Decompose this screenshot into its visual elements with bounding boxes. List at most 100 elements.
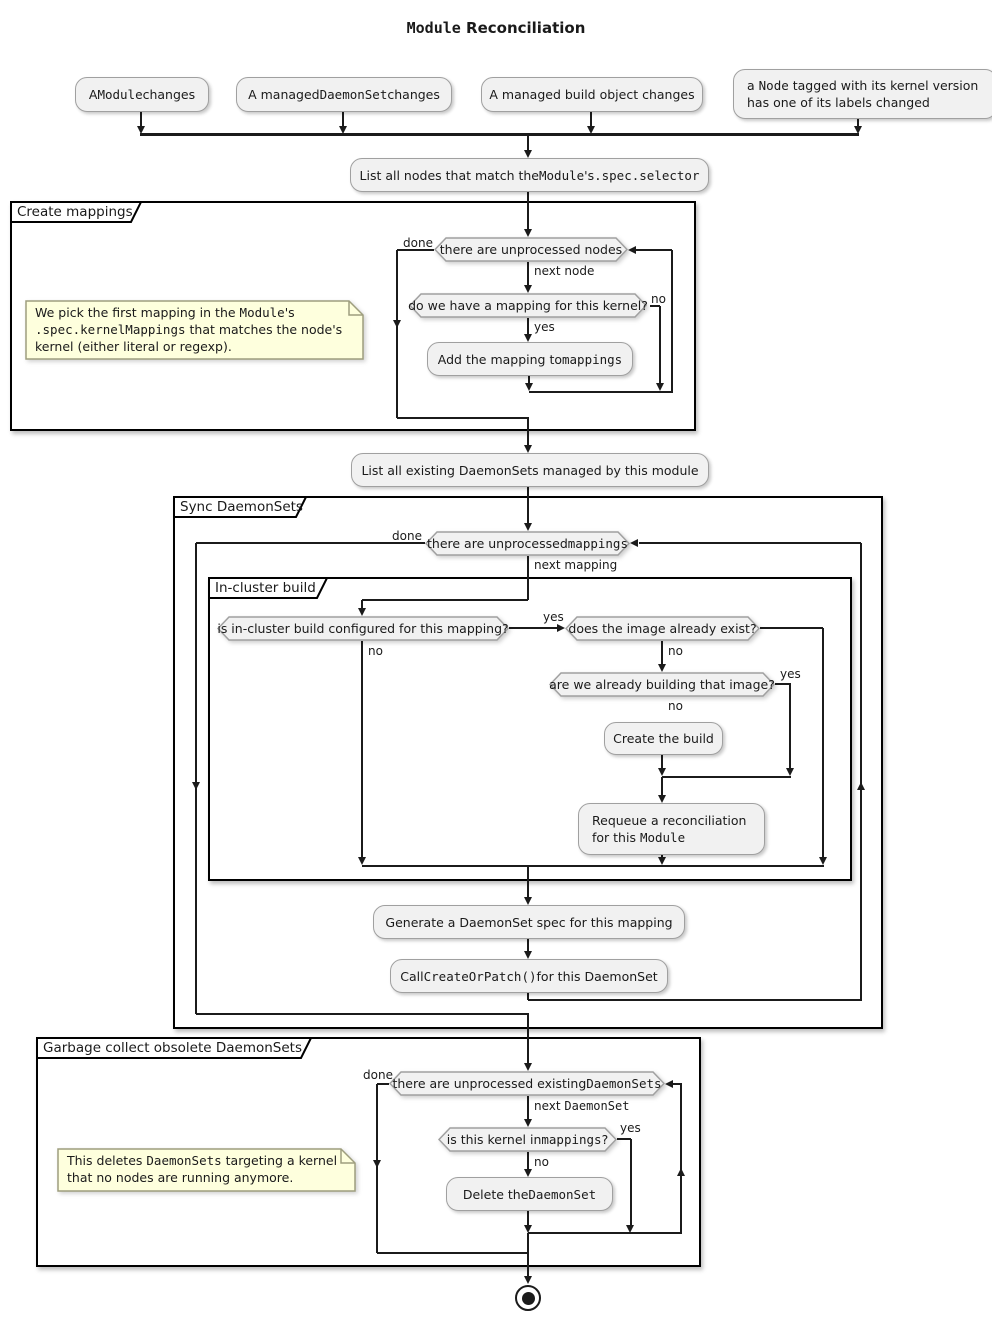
flow-line [661, 777, 663, 796]
decision-already-building: are we already building that image? [549, 672, 775, 697]
arrowhead [339, 126, 347, 134]
edge-label-next-daemonset: next DaemonSet [534, 1099, 630, 1113]
note-shape [25, 300, 364, 360]
arrowhead [630, 539, 638, 547]
arrowhead [524, 1119, 532, 1127]
tab-shape [208, 577, 328, 599]
edge-label-yes: yes [780, 667, 801, 681]
flow-line [857, 117, 859, 127]
merge-bar [140, 133, 859, 136]
flow-line [680, 1084, 682, 1233]
start-build-object-changes: A managed build object changes [481, 77, 703, 112]
arrowhead [786, 768, 794, 776]
flow-line [527, 485, 529, 524]
flow-line [528, 1232, 682, 1234]
flow-line [527, 135, 529, 151]
decision-kernel-in-mappings: is this kernel in mappings? [438, 1127, 617, 1152]
flow-line [397, 417, 529, 419]
arrowhead [524, 1276, 532, 1284]
arrowhead [658, 664, 666, 672]
edge-label-done: done [403, 236, 433, 250]
partition-label: Garbage collect obsolete DaemonSets [43, 1040, 302, 1056]
flow-line [509, 627, 557, 629]
note-pick-mapping: We pick the first mapping in the Module'… [25, 300, 364, 360]
flow-line [673, 1083, 682, 1085]
flow-line [528, 374, 530, 384]
arrowhead [524, 951, 532, 959]
arrowhead [658, 857, 666, 865]
flow-line [361, 641, 363, 858]
edge-label-next-mapping: next mapping [534, 558, 618, 572]
edge-label-yes: yes [620, 1121, 641, 1135]
edge-label-yes: yes [534, 320, 555, 334]
arrowhead [524, 1063, 532, 1071]
arrowhead [626, 1225, 634, 1233]
flow-line [617, 1138, 631, 1140]
flow-line [860, 543, 862, 1000]
flow-line [527, 1096, 529, 1120]
flow-line [527, 418, 529, 446]
decision-incluster-configured: is in-cluster build configured for this … [217, 616, 509, 641]
note-text: This deletes DaemonSets targeting a kern… [67, 1153, 338, 1185]
flow-line [527, 190, 529, 230]
decision-mapping-for-kernel: do we have a mapping for this kernel? [408, 293, 648, 318]
flow-line [671, 250, 673, 392]
flow-line [527, 1014, 529, 1064]
tab-shape [10, 201, 142, 223]
arrowhead [857, 782, 865, 790]
flow-line [659, 306, 661, 384]
hexagon-shape [438, 1127, 617, 1152]
partition-incluster-build [208, 577, 852, 881]
decision-unprocessed-existing-daemonsets: there are unprocessed existing DaemonSet… [389, 1071, 665, 1096]
arrowhead [524, 1225, 532, 1233]
arrowhead [373, 1160, 381, 1168]
flow-line [527, 1233, 529, 1253]
partition-label: In-cluster build [215, 580, 316, 596]
arrowhead [587, 126, 595, 134]
flow-line [361, 600, 363, 609]
arrowhead [524, 334, 532, 342]
partition-garbage-collect [36, 1037, 701, 1267]
flow-line [362, 599, 528, 601]
flow-line [639, 542, 861, 544]
partition-tab-create-mappings: Create mappings [10, 201, 142, 223]
flow-line [196, 1013, 529, 1015]
flow-line [196, 542, 425, 544]
flow-line [528, 999, 862, 1001]
activity-list-nodes: List all nodes that match the Module's .… [350, 158, 709, 192]
flow-line [342, 110, 344, 127]
note-shape [57, 1148, 356, 1192]
hexagon-shape [409, 293, 647, 318]
activity-add-mapping: Add the mapping to mappings [427, 342, 633, 376]
end-node-dot [521, 1291, 535, 1305]
arrowhead [524, 285, 532, 293]
arrowhead [192, 782, 200, 790]
end-node [515, 1285, 541, 1311]
arrowhead [524, 445, 532, 453]
arrowhead [358, 608, 366, 616]
edge-label-no: no [651, 292, 666, 306]
flow-line [661, 853, 663, 858]
arrowhead [137, 126, 145, 134]
flow-line [760, 627, 823, 629]
edge-label-next-node: next node [534, 264, 595, 278]
flow-line [396, 250, 398, 418]
flow-line [377, 1083, 389, 1085]
flow-line [590, 110, 592, 127]
partition-label: Create mappings [17, 204, 133, 220]
hexagon-shape [434, 237, 628, 262]
hexagon-shape [549, 672, 775, 697]
decision-unprocessed-mappings: there are unprocessed mappings [425, 531, 630, 556]
arrowhead [524, 897, 532, 905]
flow-line [661, 641, 663, 665]
flow-line [140, 110, 142, 127]
partition-tab-incluster-build: In-cluster build [208, 577, 328, 599]
tab-shape [36, 1037, 312, 1059]
arrowhead [524, 229, 532, 237]
diagram-title: Module Reconciliation [406, 19, 586, 37]
arrowhead [393, 320, 401, 328]
arrowhead [656, 383, 664, 391]
start-node-labels-changed: a Node tagged with its kernel version ha… [733, 69, 992, 119]
note-text: We pick the first mapping in the Module'… [35, 305, 343, 354]
flow-line [527, 556, 529, 600]
